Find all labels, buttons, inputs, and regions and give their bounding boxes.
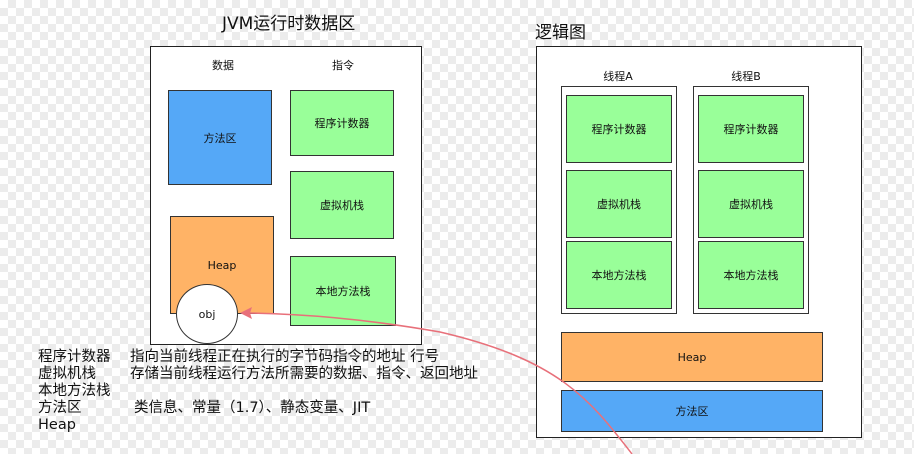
left-diagram-title: JVM运行时数据区 <box>222 14 356 34</box>
note-row-pc: 程序计数器 指向当前线程正在执行的字节码指令的地址 行号 <box>38 349 478 366</box>
thread-b-native-stack-box: 本地方法栈 <box>698 241 804 309</box>
thread-b-label: 线程B <box>731 70 761 83</box>
logical-heap-box: Heap <box>561 332 823 382</box>
obj-label: obj <box>198 307 216 321</box>
logical-diagram-title: 逻辑图 <box>535 23 586 43</box>
note-desc: 类信息、常量（1.7）、静态变量、JIT <box>134 400 371 416</box>
thread-a-label: 线程A <box>603 70 633 83</box>
thread-b-pc-label: 程序计数器 <box>723 123 779 136</box>
native-method-stack-box: 本地方法栈 <box>290 256 396 326</box>
thread-a-pc-label: 程序计数器 <box>591 123 647 136</box>
thread-b-vm-stack-label: 虚拟机栈 <box>729 198 773 211</box>
note-term: Heap <box>38 417 76 433</box>
logical-method-area-label: 方法区 <box>675 405 709 418</box>
vm-stack-box: 虚拟机栈 <box>290 171 394 239</box>
thread-a-vm-stack-box: 虚拟机栈 <box>566 170 672 238</box>
data-column-label: 数据 <box>212 59 234 72</box>
logical-method-area-box: 方法区 <box>561 390 823 432</box>
method-area-label: 方法区 <box>203 131 237 145</box>
reference-arrow-line <box>247 312 633 454</box>
note-term: 方法区 <box>38 400 82 416</box>
note-row-native-stack: 本地方法栈 <box>38 383 478 400</box>
pc-register-label: 程序计数器 <box>314 117 370 130</box>
vm-stack-label: 虚拟机栈 <box>320 199 364 212</box>
thread-a-pc-box: 程序计数器 <box>566 95 672 163</box>
note-row-method-area: 方法区 类信息、常量（1.7）、静态变量、JIT <box>38 400 478 417</box>
note-desc: 存储当前线程运行方法所需要的数据、指令、返回地址 <box>130 366 478 382</box>
method-area-box: 方法区 <box>168 90 272 185</box>
note-term: 本地方法栈 <box>38 383 111 399</box>
thread-b-native-stack-label: 本地方法栈 <box>723 269 779 282</box>
pc-register-box: 程序计数器 <box>290 90 394 156</box>
thread-b-vm-stack-box: 虚拟机栈 <box>698 170 804 238</box>
reference-arrow-head <box>240 307 252 319</box>
note-row-vm-stack: 虚拟机栈 存储当前线程运行方法所需要的数据、指令、返回地址 <box>38 366 478 383</box>
logical-heap-label: Heap <box>677 350 707 364</box>
note-row-heap: Heap <box>38 417 478 434</box>
thread-a-native-stack-box: 本地方法栈 <box>566 241 672 309</box>
thread-a-vm-stack-label: 虚拟机栈 <box>597 198 641 211</box>
notes-block: 程序计数器 指向当前线程正在执行的字节码指令的地址 行号 虚拟机栈 存储当前线程运行… <box>38 349 478 434</box>
note-term: 虚拟机栈 <box>38 366 96 382</box>
thread-b-pc-box: 程序计数器 <box>698 95 804 163</box>
heap-label: Heap <box>207 258 237 272</box>
note-term: 程序计数器 <box>38 349 111 365</box>
note-desc: 指向当前线程正在执行的字节码指令的地址 行号 <box>130 349 440 365</box>
obj-circle: obj <box>176 284 238 344</box>
instruction-column-label: 指令 <box>332 59 354 72</box>
thread-a-native-stack-label: 本地方法栈 <box>591 269 647 282</box>
native-method-stack-label: 本地方法栈 <box>315 285 371 298</box>
